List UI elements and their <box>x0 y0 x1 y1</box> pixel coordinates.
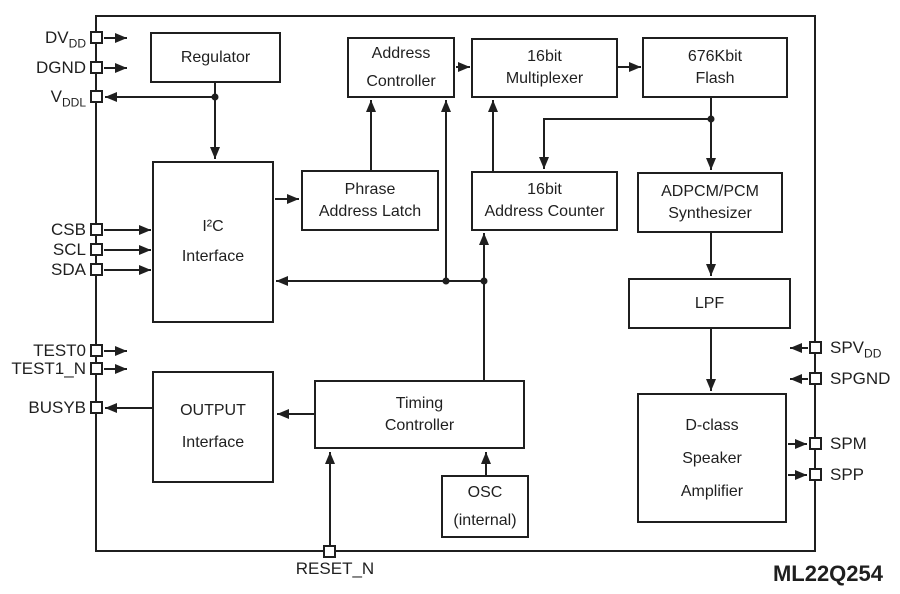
block-label: Flash <box>695 69 735 87</box>
block-dclass-speaker-amplifier: D-class Speaker Amplifier <box>637 393 787 523</box>
block-regulator: Regulator <box>150 32 281 83</box>
block-label: 676Kbit <box>687 47 743 65</box>
block-phrase-address-latch: Phrase Address Latch <box>301 170 439 231</box>
pin-resetn-label: RESET_N <box>295 559 375 578</box>
block-16bit-address-counter: 16bit Address Counter <box>471 171 618 231</box>
pin-sda-square <box>90 263 103 276</box>
pin-sda-label: SDA <box>51 260 86 279</box>
block-16bit-multiplexer: 16bit Multiplexer <box>471 38 618 98</box>
pin-spvdd-square <box>809 341 822 354</box>
junction-dot <box>707 115 715 123</box>
pin-csb-label: CSB <box>51 220 86 239</box>
pin-spm-square <box>809 437 822 450</box>
pin-spm-label: SPM <box>830 434 867 453</box>
pin-spvdd-label: SPVDD <box>830 338 882 361</box>
block-label: D-class <box>685 416 739 434</box>
block-i2c-interface: I²C Interface <box>152 161 274 323</box>
block-label: Address <box>371 44 431 62</box>
block-label: ADPCM/PCM <box>661 182 759 200</box>
pin-dgnd-square <box>90 61 103 74</box>
pin-spgnd-label: SPGND <box>830 369 891 388</box>
block-label: I²C <box>202 218 224 235</box>
pin-spp-label: SPP <box>830 465 865 484</box>
pin-vddl-square <box>90 90 103 103</box>
block-label: Multiplexer <box>505 70 584 87</box>
block-label: Interface <box>181 434 245 451</box>
pin-dvdd-square <box>90 31 103 44</box>
block-label: Address Counter <box>484 203 605 220</box>
pin-vddl-label: VDDL <box>50 87 86 110</box>
pin-scl-label: SCL <box>52 240 86 259</box>
pin-csb-square <box>90 223 103 236</box>
pin-dvdd-label: DVDD <box>45 28 86 51</box>
block-adpcm-pcm-synthesizer: ADPCM/PCM Synthesizer <box>637 172 783 233</box>
block-label: Phrase <box>344 180 396 198</box>
pin-busyb-square <box>90 401 103 414</box>
pin-test0-square <box>90 344 103 357</box>
pin-test1n-square <box>90 362 103 375</box>
wire-flash-to-counter <box>539 118 711 169</box>
block-timing-controller: Timing Controller <box>314 380 525 449</box>
block-label: Synthesizer <box>668 204 752 222</box>
pin-busyb-label: BUSYB <box>28 398 86 417</box>
block-676kbit-flash: 676Kbit Flash <box>642 37 788 98</box>
block-label: Interface <box>181 248 245 265</box>
block-label: (internal) <box>453 511 517 529</box>
chip-part-number: ML22Q254 <box>772 561 883 586</box>
pin-dgnd-label: DGND <box>35 58 86 77</box>
block-label: LPF <box>694 294 725 312</box>
pin-test1n-label: TEST1_N <box>11 359 86 378</box>
block-label: Controller <box>384 416 455 434</box>
pin-scl-square <box>90 243 103 256</box>
block-output-interface: OUTPUT Interface <box>152 371 274 483</box>
block-lpf: LPF <box>628 278 791 329</box>
block-label: Controller <box>366 72 436 90</box>
junction-dot <box>211 93 219 101</box>
pin-resetn-square <box>323 545 336 558</box>
block-label: 16bit <box>527 181 562 198</box>
block-label: 16bit <box>527 48 562 65</box>
block-label: Regulator <box>180 48 251 66</box>
block-label: Speaker <box>682 449 742 467</box>
pin-spgnd-square <box>809 372 822 385</box>
block-label: OSC <box>467 483 503 501</box>
junction-dot <box>442 277 450 285</box>
chip-boundary <box>95 15 816 552</box>
block-address-controller: Address Controller <box>347 37 455 98</box>
block-label: Address Latch <box>318 202 422 220</box>
block-label: Timing <box>395 394 444 412</box>
block-label: OUTPUT <box>180 402 246 419</box>
junction-dot <box>480 277 488 285</box>
block-label: Amplifier <box>680 482 744 500</box>
pin-spp-square <box>809 468 822 481</box>
pin-test0-label: TEST0 <box>33 341 86 360</box>
block-osc-internal: OSC (internal) <box>441 475 529 538</box>
